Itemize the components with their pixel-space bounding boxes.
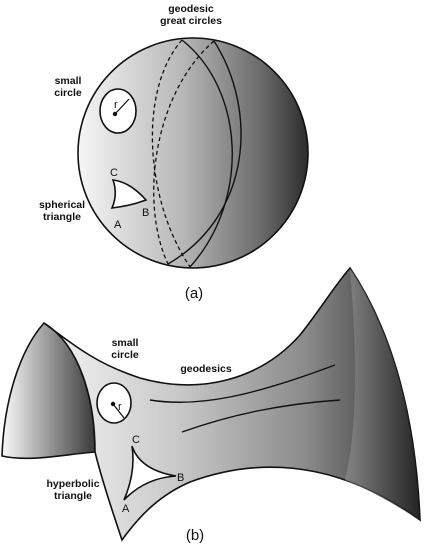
sphere-vertex-c: C — [110, 167, 118, 179]
sphere-small-circle-label-1: small — [55, 75, 82, 87]
geodesic-2 — [181, 399, 341, 433]
saddle-left-wing — [1, 321, 96, 460]
sphere — [77, 37, 309, 269]
hyperbolic-triangle-label-1: hyperbolic — [46, 478, 99, 490]
great-circles-label-2: great circles — [160, 15, 222, 27]
sphere-vertex-a: A — [114, 219, 122, 231]
sphere-panel: r C A B geodesic great circles small cir… — [39, 3, 309, 302]
spherical-triangle — [110, 179, 148, 209]
sphere-small-circle-label-2: circle — [54, 87, 82, 99]
hyperbolic-triangle-label-2: triangle — [54, 490, 92, 502]
saddle-radius-line — [112, 403, 125, 419]
sphere-radius-label: r — [114, 99, 118, 111]
great-circle-2-back — [153, 40, 215, 265]
saddle-right-wing — [345, 268, 420, 520]
great-circle-1-front — [181, 39, 233, 268]
great-circles-label-1: geodesic — [168, 3, 214, 15]
spherical-triangle-label-2: triangle — [43, 211, 81, 223]
spherical-triangle-label-1: spherical — [39, 199, 85, 211]
great-circle-1-back — [151, 39, 191, 268]
hyperbolic-triangle — [123, 445, 177, 501]
saddle-vertex-c: C — [132, 434, 140, 446]
saddle-vertex-a: A — [122, 503, 130, 515]
caption-a: (a) — [185, 285, 203, 302]
sphere-vertex-b: B — [142, 207, 149, 219]
saddle-small-circle-label-1: small — [112, 337, 139, 349]
sphere-radius-line — [114, 98, 130, 115]
saddle-radius-label: r — [118, 401, 122, 413]
saddle-small-circle-label-2: circle — [111, 349, 139, 361]
geodesic-1 — [149, 364, 336, 403]
caption-b: (b) — [186, 527, 204, 544]
saddle-vertex-b: B — [177, 472, 184, 484]
great-circle-2-front — [167, 40, 242, 265]
saddle-panel: r C B A small circle geodesics hyperboli… — [1, 266, 421, 544]
geodesics-label: geodesics — [180, 363, 232, 375]
